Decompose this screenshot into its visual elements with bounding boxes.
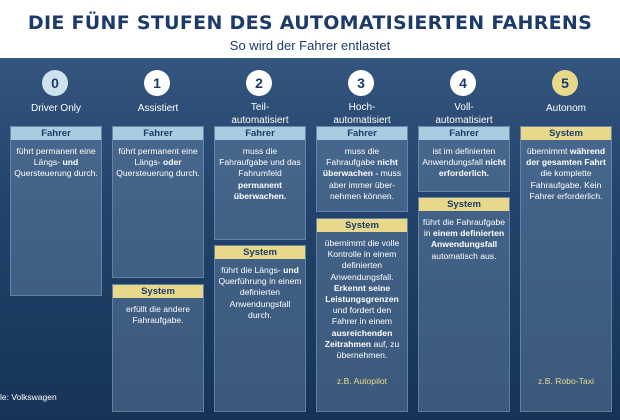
system-header: System: [113, 285, 203, 298]
system-text: erfüllt die andere Fahraufgabe.: [125, 304, 191, 326]
example-label: z.B. Autopilot: [336, 376, 388, 386]
system-text: übernimmt die volle Kontrolle in einem d…: [324, 238, 400, 361]
system-header: System: [521, 127, 611, 140]
level-column-5: 5 Autonom System übernimmt während der g…: [520, 58, 612, 420]
system-text: übernimmt während der gesamten Fahrt die…: [526, 146, 606, 201]
page-subtitle: So wird der Fahrer entlastet: [229, 38, 391, 53]
level-number-badge: 3: [348, 70, 374, 96]
driver-header: Fahrer: [11, 127, 101, 140]
driver-box: Fahrer muss die Fahraufgabe nicht überwa…: [316, 126, 408, 212]
level-name: Voll- automatisiert: [435, 102, 493, 126]
driver-header: Fahrer: [215, 127, 305, 140]
system-box: System führt die Längs- und Querführung …: [214, 245, 306, 412]
level-column-4: 4 Voll- automatisiert Fahrer ist im defi…: [418, 58, 510, 420]
system-box: System führt die Fahraufgabe in einem de…: [418, 197, 510, 412]
driver-box: Fahrer führt permanent eine Längs- oder …: [112, 126, 204, 278]
emphasis-text: während der gesamten Fahrt: [526, 146, 606, 168]
example-label: z.B. Robo-Taxi: [538, 376, 594, 386]
level-column-3: 3 Hoch- automatisiert Fahrer muss die Fa…: [316, 58, 408, 420]
emphasis-text: Erkennt seine Leistungsgrenzen: [325, 282, 399, 305]
system-box: System übernimmt die volle Kontrolle in …: [316, 218, 408, 412]
system-text: führt die Fahraufgabe in einem definiert…: [422, 217, 506, 261]
driver-box: Fahrer ist im definierten Anwendungsfall…: [418, 126, 510, 192]
driver-header: Fahrer: [317, 127, 407, 140]
level-number-badge: 2: [246, 70, 272, 96]
system-box: System übernimmt während der gesamten Fa…: [520, 126, 612, 412]
level-name: Teil- automatisiert: [231, 102, 289, 126]
level-name: Driver Only: [30, 103, 81, 114]
emphasis-text: nicht erforderlich.: [438, 157, 506, 179]
levels-panel: 0 Driver Only Fahrer führt permanent ein…: [0, 58, 620, 420]
driver-header: Fahrer: [113, 127, 203, 140]
system-box: System erfüllt die andere Fahraufgabe.: [112, 284, 204, 412]
system-header: System: [317, 219, 407, 232]
level-name: Assistiert: [137, 103, 179, 114]
page-title: DIE FÜNF STUFEN DES AUTOMATISIERTEN FAHR…: [27, 12, 593, 34]
driver-text: muss die Fahraufgabe und das Fahrumfeld …: [219, 146, 301, 201]
driver-text: ist im definierten Anwendungsfall nicht …: [422, 146, 506, 179]
emphasis-text: und: [62, 157, 79, 168]
system-header: System: [215, 246, 305, 259]
level-number-badge: 5: [552, 70, 578, 96]
level-number-badge: 0: [42, 70, 68, 96]
system-text: führt die Längs- und Querführung in eine…: [218, 265, 302, 320]
driver-header: Fahrer: [419, 127, 509, 140]
emphasis-text: und: [283, 265, 299, 275]
driver-box: Fahrer muss die Fahraufgabe und das Fahr…: [214, 126, 306, 240]
emphasis-text: einem definierten Anwendungsfall: [430, 228, 505, 250]
emphasis-text: ausreichenden Zeitrahmen: [324, 327, 393, 349]
level-column-1: 1 Assistiert Fahrer führt permanent eine…: [112, 58, 204, 420]
source-credit: le: Volkswagen: [0, 392, 57, 402]
level-name: Hoch- automatisiert: [333, 102, 391, 126]
level-name: Autonom: [545, 103, 587, 114]
emphasis-text: permanent überwachen.: [233, 179, 287, 201]
level-number-badge: 1: [144, 70, 170, 96]
driver-box: Fahrer führt permanent eine Längs- und Q…: [10, 126, 102, 296]
emphasis-text: oder: [163, 157, 182, 168]
driver-text: muss die Fahraufgabe nicht überwachen - …: [322, 146, 402, 201]
driver-text: führt permanent eine Längs- oder Querste…: [116, 146, 200, 179]
level-number-badge: 4: [450, 70, 476, 96]
driver-text: führt permanent eine Längs- und Quersteu…: [14, 146, 98, 179]
emphasis-text: nicht überwachen -: [322, 157, 398, 179]
level-column-2: 2 Teil- automatisiert Fahrer muss die Fa…: [214, 58, 306, 420]
level-column-0: 0 Driver Only Fahrer führt permanent ein…: [10, 58, 102, 420]
system-header: System: [419, 198, 509, 211]
header: DIE FÜNF STUFEN DES AUTOMATISIERTEN FAHR…: [0, 0, 620, 58]
